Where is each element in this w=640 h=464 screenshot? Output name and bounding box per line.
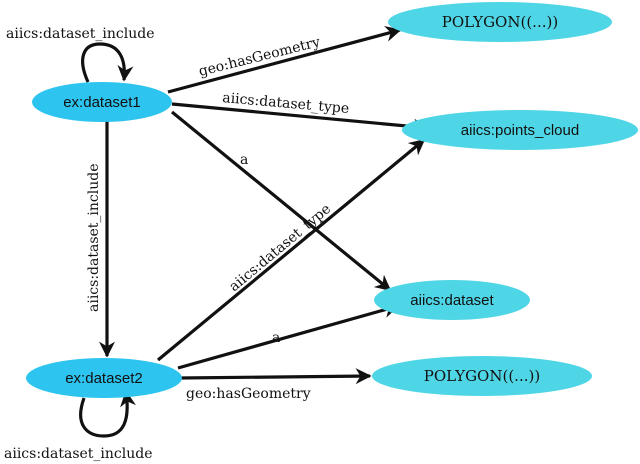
node-dataset1-label: ex:dataset1 [63,94,141,111]
label-dataset1-dataset-type: aiics:dataset_type [222,90,350,117]
label-dataset2-a: a [272,330,280,346]
node-polygon-bottom-label: POLYGON((...)) [424,367,540,385]
node-polygon-top: POLYGON((...)) [388,2,612,42]
label-dataset2-dataset-type: aiics:dataset_type [226,201,334,295]
node-points-cloud: aiics:points_cloud [402,110,638,150]
edge-include-self-dataset2 [79,390,136,438]
label-include-self-dataset1: aiics:dataset_include [6,26,155,42]
node-polygon-bottom: POLYGON((...)) [372,356,592,396]
node-dataset1: ex:dataset1 [32,82,172,122]
node-polygon-top-label: POLYGON((...)) [442,13,558,31]
edge-dataset1-dataset-type [171,102,430,135]
edge-dataset2-a [177,302,400,370]
label-dataset1-a: a [240,152,248,168]
node-dataset2-label: ex:dataset2 [65,370,143,387]
edge-dataset2-hasgeometry [179,368,372,385]
node-aiics-dataset-label: aiics:dataset [410,292,494,309]
edge-dataset1-hasgeometry [167,25,402,94]
edge-dataset2-dataset-type [156,138,426,362]
node-dataset2: ex:dataset2 [26,358,182,398]
edge-include-self-dataset1 [81,42,134,83]
edges [79,25,430,438]
label-include-self-dataset2: aiics:dataset_include [4,446,153,462]
node-points-cloud-label: aiics:points_cloud [461,122,579,139]
node-aiics-dataset: aiics:dataset [374,280,530,320]
label-dataset2-hasgeometry: geo:hasGeometry [186,386,311,402]
edge-dataset1-a [170,110,392,292]
label-dataset1-include-dataset2: aiics:dataset_include [86,164,102,313]
